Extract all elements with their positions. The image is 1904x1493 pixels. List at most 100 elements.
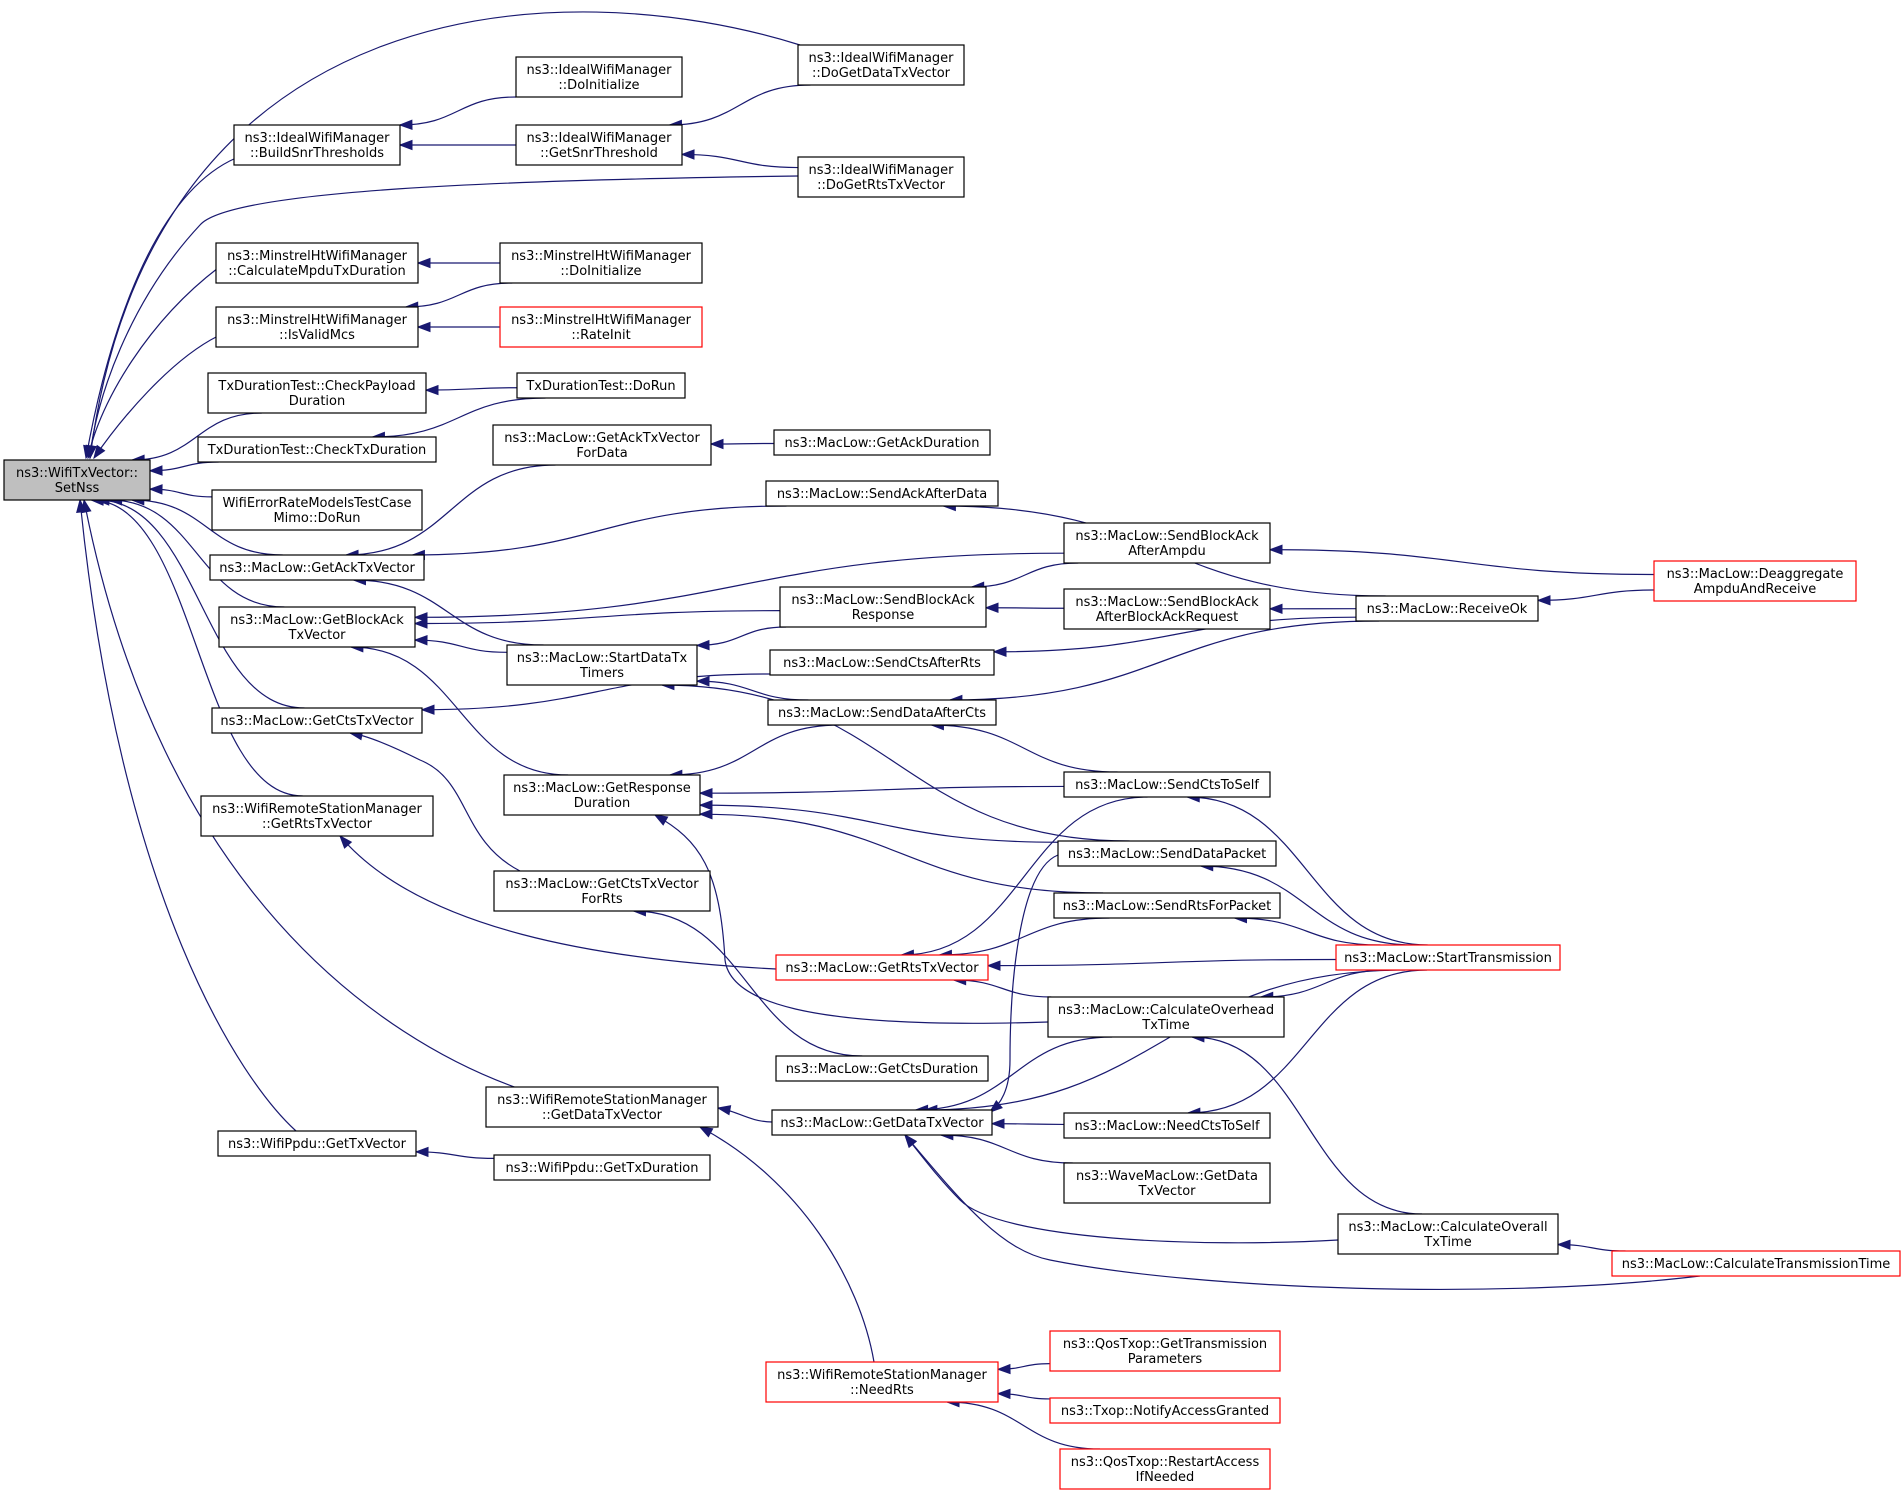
node-remote_getdata[interactable]: ns3::WifiRemoteStationManager::GetDataTx… bbox=[485, 1086, 719, 1128]
node-ppdu_gettx[interactable]: ns3::WifiPpdu::GetTxVector bbox=[217, 1130, 417, 1157]
node-txdur_payload-label-0: TxDurationTest::CheckPayload bbox=[217, 379, 415, 394]
node-minstrel_doinit-label-0: ns3::MinstrelHtWifiManager bbox=[511, 249, 692, 264]
node-starttransmission[interactable]: ns3::MacLow::StartTransmission bbox=[1335, 944, 1561, 971]
node-minstrel_rateinit-label-0: ns3::MinstrelHtWifiManager bbox=[511, 313, 692, 328]
node-txdur_dorun-box bbox=[516, 372, 686, 399]
node-minstrel_rateinit[interactable]: ns3::MinstrelHtWifiManager::RateInit bbox=[499, 306, 703, 348]
node-startdatatx-label-0: ns3::MacLow::StartDataTx bbox=[517, 651, 688, 666]
node-remote_needrts[interactable]: ns3::WifiRemoteStationManager::NeedRts bbox=[765, 1361, 999, 1403]
node-getctstx[interactable]: ns3::MacLow::GetCtsTxVector bbox=[211, 707, 423, 734]
node-calcoverhead-label-1: TxTime bbox=[1141, 1018, 1189, 1033]
edge-getrtstx-to-remote_getrts bbox=[339, 835, 777, 970]
node-txop_notify[interactable]: ns3::Txop::NotifyAccessGranted bbox=[1049, 1397, 1281, 1424]
node-ideal_build-label-1: ::BuildSnrThresholds bbox=[250, 146, 384, 161]
edge-remote_needrts-to-remote_getdata bbox=[699, 1126, 875, 1363]
node-getacktx[interactable]: ns3::MacLow::GetAckTxVector bbox=[209, 554, 425, 581]
node-calcoverall-box bbox=[1337, 1213, 1559, 1255]
node-remote_getrts-label-0: ns3::WifiRemoteStationManager bbox=[212, 802, 422, 817]
node-setnss-label-0: ns3::WifiTxVector:: bbox=[16, 466, 138, 481]
edge-calctransmission-to-getdatatx-arrowhead bbox=[904, 1133, 918, 1148]
edge-sendctsafterrts-to-getctstx-arrowhead bbox=[420, 704, 435, 715]
node-ideal_dogetdata-label-0: ns3::IdealWifiManager bbox=[808, 51, 954, 66]
node-calctransmission[interactable]: ns3::MacLow::CalculateTransmissionTime bbox=[1611, 1250, 1901, 1277]
edge-getctstx-to-setnss bbox=[96, 499, 305, 709]
node-ideal_dogetrts[interactable]: ns3::IdealWifiManager::DoGetRtsTxVector bbox=[797, 156, 965, 198]
edge-calcoverall-to-getdatatx bbox=[904, 1134, 1339, 1244]
node-remote_getrts-box bbox=[200, 795, 434, 837]
node-getackdur-label-0: ns3::MacLow::GetAckDuration bbox=[785, 436, 980, 451]
node-getackdur[interactable]: ns3::MacLow::GetAckDuration bbox=[773, 429, 991, 456]
node-wifierr-label-1: Mimo::DoRun bbox=[273, 511, 360, 526]
edge-ideal_build-to-setnss bbox=[85, 157, 237, 459]
node-needctstoself-label-0: ns3::MacLow::NeedCtsToSelf bbox=[1074, 1119, 1259, 1134]
node-getctsdur[interactable]: ns3::MacLow::GetCtsDuration bbox=[775, 1055, 989, 1082]
node-sendctstoself[interactable]: ns3::MacLow::SendCtsToSelf bbox=[1063, 771, 1271, 798]
edge-qos_gettransparams-to-remote_needrts-arrowhead bbox=[996, 1363, 1011, 1375]
node-ideal_doinit[interactable]: ns3::IdealWifiManager::DoInitialize bbox=[515, 56, 683, 98]
node-minstrel_valid-label-1: ::IsValidMcs bbox=[279, 328, 355, 343]
node-ideal_getsnr[interactable]: ns3::IdealWifiManager::GetSnrThreshold bbox=[515, 124, 683, 166]
edge-ideal_getsnr-to-ideal_build-arrowhead bbox=[398, 139, 413, 151]
node-remote_needrts-box bbox=[765, 1361, 999, 1403]
node-minstrel_valid[interactable]: ns3::MinstrelHtWifiManager::IsValidMcs bbox=[215, 306, 419, 348]
node-remote_needrts-label-1: ::NeedRts bbox=[850, 1383, 914, 1398]
node-blockack_req[interactable]: ns3::MacLow::SendBlockAckAfterBlockAckRe… bbox=[1063, 588, 1271, 630]
node-minstrel_calc[interactable]: ns3::MinstrelHtWifiManager::CalculateMpd… bbox=[215, 242, 419, 284]
node-sendrtsforpacket[interactable]: ns3::MacLow::SendRtsForPacket bbox=[1053, 892, 1281, 919]
edge-receiveok-to-blockack_req-arrowhead bbox=[1268, 603, 1283, 615]
node-senddataaftercts[interactable]: ns3::MacLow::SendDataAfterCts bbox=[767, 699, 997, 726]
edge-sendrtsforpacket-to-getrespdur-arrowhead bbox=[698, 808, 713, 820]
edge-needctstoself-to-getdatatx-arrowhead bbox=[990, 1118, 1005, 1129]
edge-ideal_dogetrts-to-ideal_getsnr-arrowhead bbox=[680, 149, 695, 160]
edge-getdatatx-to-remote_getdata-arrowhead bbox=[716, 1105, 732, 1116]
edge-ideal_doinit-to-ideal_build bbox=[399, 96, 517, 126]
node-minstrel_doinit[interactable]: ns3::MinstrelHtWifiManager::DoInitialize bbox=[499, 242, 703, 284]
node-sendctsafterrts[interactable]: ns3::MacLow::SendCtsAfterRts bbox=[769, 649, 995, 676]
edge-blockack_resp-to-startdatatx bbox=[696, 626, 787, 646]
edge-getacktx-to-setnss bbox=[131, 499, 283, 556]
node-needctstoself[interactable]: ns3::MacLow::NeedCtsToSelf bbox=[1063, 1112, 1271, 1139]
node-txdur_dorun[interactable]: TxDurationTest::DoRun bbox=[516, 372, 686, 399]
node-blockack_req-label-0: ns3::MacLow::SendBlockAck bbox=[1075, 595, 1259, 610]
node-remote_needrts-label-0: ns3::WifiRemoteStationManager bbox=[777, 1368, 987, 1383]
node-receiveok[interactable]: ns3::MacLow::ReceiveOk bbox=[1355, 595, 1539, 622]
node-blockack_req-label-1: AfterBlockAckRequest bbox=[1096, 610, 1239, 625]
edge-ideal_dogetrts-to-ideal_getsnr bbox=[681, 153, 799, 169]
node-txdur_checktx[interactable]: TxDurationTest::CheckTxDuration bbox=[197, 436, 437, 463]
node-ideal_dogetdata[interactable]: ns3::IdealWifiManager::DoGetDataTxVector bbox=[797, 44, 965, 86]
node-senddataaftercts-box bbox=[767, 699, 997, 726]
node-deaggregate-box bbox=[1653, 560, 1857, 602]
node-getdatatx[interactable]: ns3::MacLow::GetDataTxVector bbox=[771, 1109, 993, 1136]
node-ideal_build-label-0: ns3::IdealWifiManager bbox=[244, 131, 390, 146]
node-getrtstx[interactable]: ns3::MacLow::GetRtsTxVector bbox=[775, 954, 989, 981]
node-ideal_build[interactable]: ns3::IdealWifiManager::BuildSnrThreshold… bbox=[233, 124, 401, 166]
node-setnss-label-1: SetNss bbox=[55, 481, 100, 496]
node-setnss[interactable]: ns3::WifiTxVector::SetNss bbox=[3, 459, 151, 501]
edge-starttransmission-to-getrtstx bbox=[987, 958, 1337, 967]
edge-ideal_dogetdata-to-setnss bbox=[89, 11, 801, 459]
edge-starttransmission-to-sendrtsforpacket bbox=[1234, 917, 1381, 946]
edge-txdur_dorun-to-txdur_payload bbox=[425, 387, 518, 391]
edge-sendctstoself-to-getrespdur bbox=[699, 785, 1065, 794]
node-senddatapacket[interactable]: ns3::MacLow::SendDataPacket bbox=[1057, 840, 1277, 867]
node-ideal_doinit-box bbox=[515, 56, 683, 98]
node-wave_getdata[interactable]: ns3::WaveMacLow::GetDataTxVector bbox=[1063, 1162, 1271, 1204]
edge-getrespdur-to-getblockack bbox=[350, 646, 569, 776]
node-sendackafterdata[interactable]: ns3::MacLow::SendAckAfterData bbox=[765, 480, 999, 507]
node-ppdu_getdur[interactable]: ns3::WifiPpdu::GetTxDuration bbox=[493, 1154, 711, 1181]
node-remote_getrts[interactable]: ns3::WifiRemoteStationManager::GetRtsTxV… bbox=[200, 795, 434, 837]
